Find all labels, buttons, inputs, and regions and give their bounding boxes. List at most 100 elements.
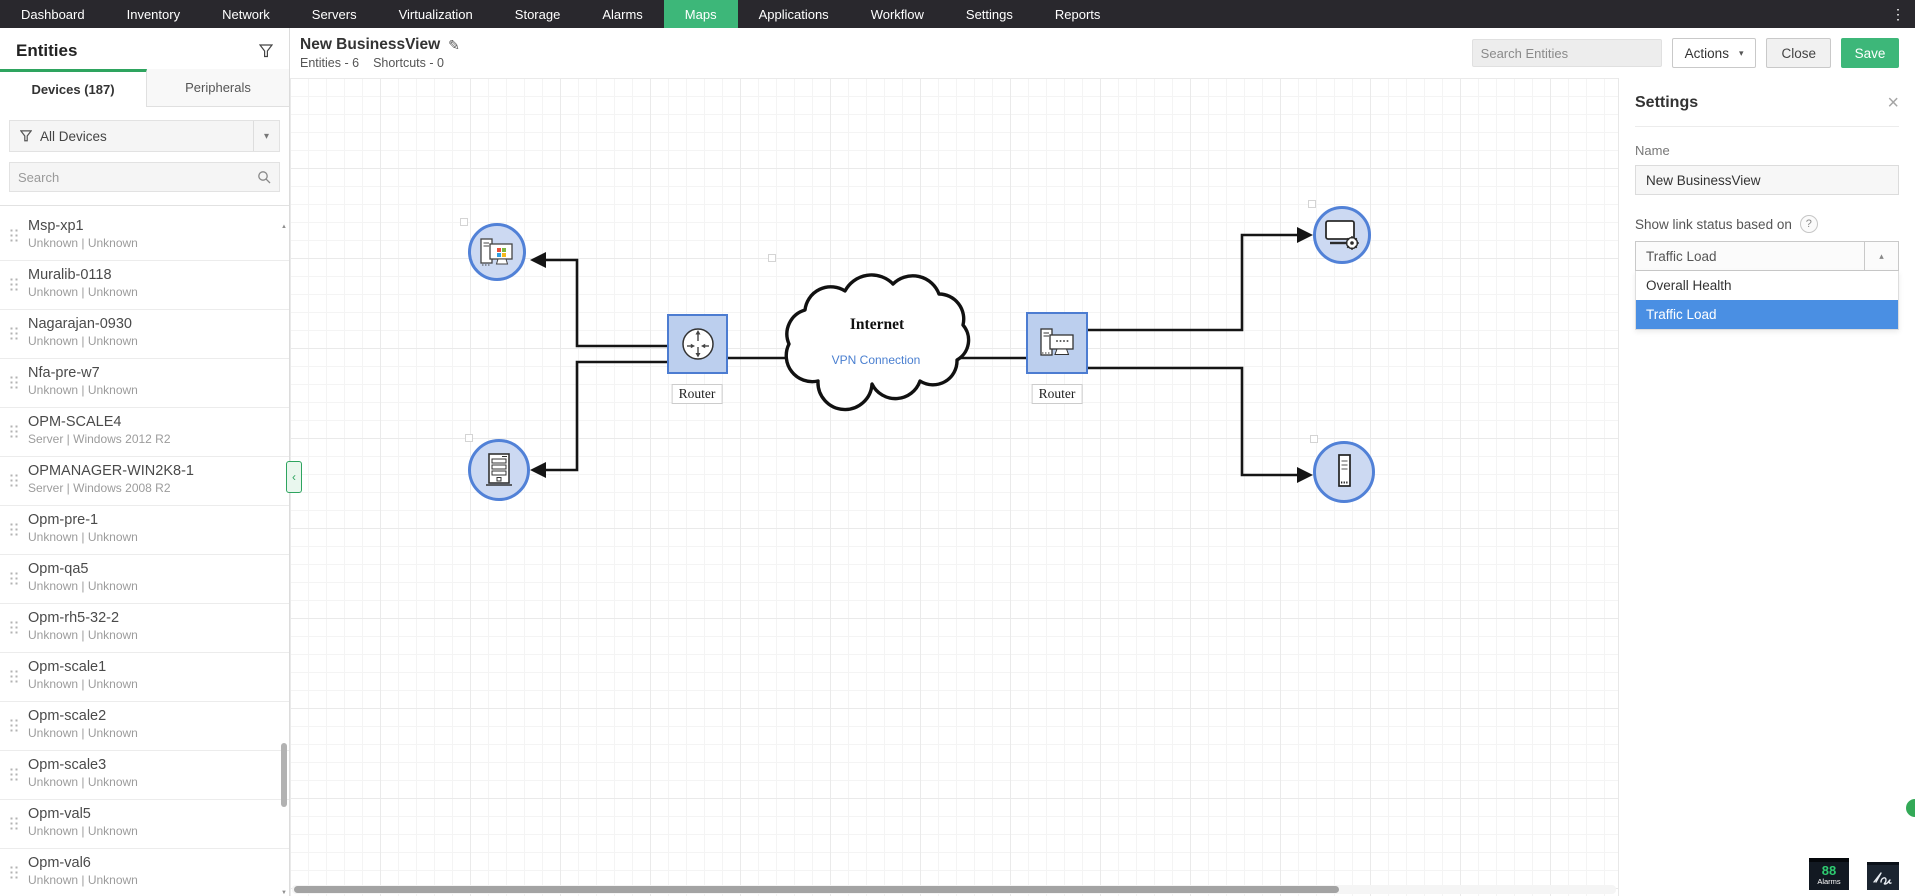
internet-cloud — [784, 273, 971, 412]
alarm-label: Alarms — [1817, 877, 1841, 886]
device-filter-dropdown[interactable]: All Devices ▾ — [9, 120, 280, 152]
option-traffic-load[interactable]: Traffic Load — [1636, 300, 1898, 329]
node-handle[interactable] — [465, 434, 473, 442]
device-search-input[interactable] — [18, 169, 257, 185]
device-name: Opm-rh5-32-2 — [28, 610, 120, 626]
filter-funnel-icon[interactable] — [259, 44, 273, 58]
map-canvas[interactable]: Internet VPN Connection — [290, 78, 1618, 896]
nav-item-settings[interactable]: Settings — [965, 6, 1013, 22]
drag-handle-icon[interactable] — [9, 277, 18, 292]
node-handle[interactable] — [1310, 435, 1318, 443]
chevron-up-icon[interactable]: ▴ — [1864, 242, 1898, 270]
node-tower-server[interactable] — [1313, 441, 1375, 503]
drag-handle-icon[interactable] — [9, 326, 18, 341]
router-icon — [681, 328, 714, 360]
drag-handle-icon[interactable] — [9, 571, 18, 586]
zia-assistant-badge[interactable] — [1867, 862, 1899, 890]
node-handle[interactable] — [768, 254, 776, 262]
node-windows-pc[interactable] — [468, 223, 526, 281]
nav-item-network[interactable]: Network — [222, 6, 270, 22]
scroll-up-icon[interactable]: ▲ — [281, 224, 287, 230]
router-left-label[interactable]: Router — [671, 384, 723, 404]
nav-item-alarms[interactable]: Alarms — [602, 6, 643, 22]
nav-item-maps[interactable]: Maps — [663, 0, 738, 28]
drag-handle-icon[interactable] — [9, 865, 18, 880]
drag-handle-icon[interactable] — [9, 620, 18, 635]
help-icon[interactable]: ? — [1799, 215, 1818, 233]
link-status-dropdown-value: Traffic Load — [1646, 248, 1717, 264]
tab-devices[interactable]: Devices (187) — [0, 69, 147, 107]
node-router-left[interactable] — [667, 314, 728, 374]
chevron-down-icon[interactable]: ▾ — [253, 121, 279, 151]
scrollbar-thumb[interactable] — [294, 886, 1339, 893]
vpn-connection-link-label[interactable]: VPN Connection — [831, 353, 921, 367]
drag-handle-icon[interactable] — [9, 816, 18, 831]
view-name-input[interactable] — [1635, 165, 1899, 195]
nav-item-workflow[interactable]: Workflow — [870, 6, 924, 22]
actions-button[interactable]: Actions ▾ — [1671, 38, 1757, 68]
search-icon[interactable] — [257, 170, 271, 184]
cloud-label[interactable]: Internet — [849, 316, 905, 333]
scrollbar-thumb[interactable] — [281, 743, 287, 807]
tower-server-icon — [1338, 454, 1351, 487]
close-icon[interactable]: × — [1887, 92, 1899, 114]
node-router-right[interactable] — [1026, 312, 1088, 374]
scroll-down-icon[interactable]: ▼ — [281, 890, 287, 896]
nav-overflow-kebab-icon[interactable]: ⋮ — [1891, 5, 1905, 22]
drag-handle-icon[interactable] — [9, 718, 18, 733]
divider — [0, 205, 289, 206]
nav-item-inventory[interactable]: Inventory — [126, 6, 181, 22]
option-overall-health[interactable]: Overall Health — [1636, 271, 1898, 300]
link-status-dropdown[interactable]: Traffic Load ▴ — [1635, 241, 1899, 271]
drag-handle-icon[interactable] — [9, 473, 18, 488]
tab-peripherals[interactable]: Peripherals — [147, 69, 289, 106]
sidebar-tabs: Devices (187) Peripherals — [0, 69, 289, 107]
router-right-label[interactable]: Router — [1031, 384, 1083, 404]
drag-handle-icon[interactable] — [9, 767, 18, 782]
search-entities-input[interactable] — [1480, 45, 1657, 61]
link-status-label: Show link status based on — [1635, 216, 1792, 232]
device-meta: Server | Windows 2012 R2 — [28, 432, 171, 446]
node-rack-server[interactable] — [468, 439, 530, 501]
drag-handle-icon[interactable] — [9, 228, 18, 243]
device-name: OPMANAGER-WIN2K8-1 — [28, 463, 194, 479]
nav-item-dashboard[interactable]: Dashboard — [21, 6, 85, 22]
node-handle[interactable] — [460, 218, 468, 226]
device-meta: Unknown | Unknown — [28, 628, 138, 642]
save-button[interactable]: Save — [1841, 38, 1899, 68]
node-monitor-gear[interactable] — [1313, 206, 1371, 264]
chat-bubble-button[interactable] — [1904, 797, 1915, 819]
drag-handle-icon[interactable] — [9, 522, 18, 537]
nav-item-storage[interactable]: Storage — [514, 6, 561, 22]
nav-item-servers[interactable]: Servers — [311, 6, 357, 22]
node-handle[interactable] — [1308, 200, 1316, 208]
drag-handle-icon[interactable] — [9, 424, 18, 439]
device-list-scrollbar[interactable]: ▲ ▼ — [280, 224, 288, 896]
nav-item-reports[interactable]: Reports — [1054, 6, 1101, 22]
canvas-h-scrollbar[interactable] — [292, 885, 1616, 894]
device-name: Nagarajan-0930 — [28, 316, 132, 332]
edit-title-pencil-icon[interactable]: ✎ — [448, 36, 460, 53]
drag-handle-icon[interactable] — [9, 375, 18, 390]
sidebar-title: Entities — [16, 41, 78, 60]
drag-handle-icon[interactable] — [9, 669, 18, 684]
alarms-badge[interactable]: 88 Alarms — [1809, 858, 1849, 890]
sidebar-collapse-handle[interactable]: ‹ — [286, 461, 302, 493]
nav-item-virtualization[interactable]: Virtualization — [398, 6, 473, 22]
nav-item-applications[interactable]: Applications — [758, 6, 829, 22]
close-button[interactable]: Close — [1766, 38, 1831, 68]
